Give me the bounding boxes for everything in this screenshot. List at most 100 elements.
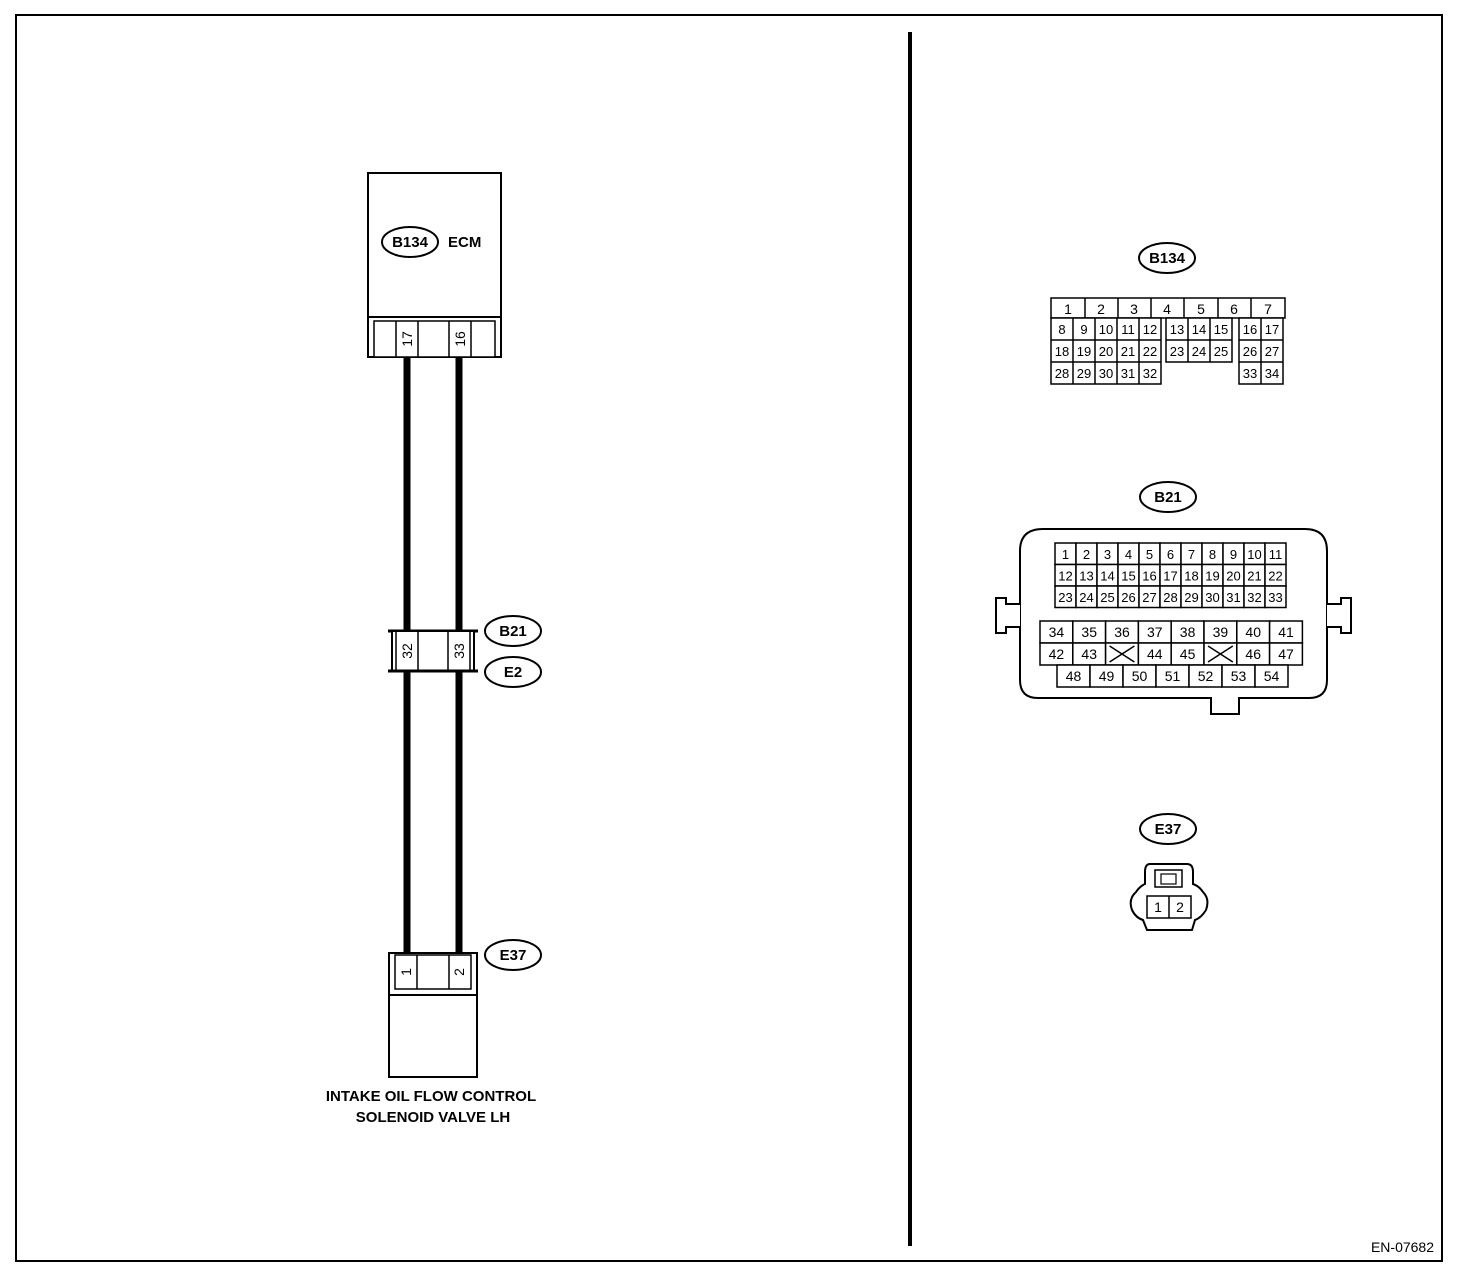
b21-pin: 39 xyxy=(1213,624,1229,640)
b21-pin: 50 xyxy=(1132,668,1148,684)
b134-pin: 29 xyxy=(1077,366,1091,381)
b21-pin: 46 xyxy=(1245,646,1261,662)
b21-pin: 1 xyxy=(1062,547,1069,562)
solenoid-connector-badge xyxy=(484,939,542,971)
joint-bottom-badge xyxy=(484,656,542,688)
figure-code: EN-07682 xyxy=(1371,1239,1434,1255)
b21-pin: 45 xyxy=(1180,646,1196,662)
b21-pin: 9 xyxy=(1230,547,1237,562)
b21-blank-cross xyxy=(1207,645,1234,663)
b134-pin: 10 xyxy=(1099,322,1113,337)
ecm-pin-17: 17 xyxy=(399,331,415,347)
b21-pin: 4 xyxy=(1125,547,1132,562)
b21-pin: 51 xyxy=(1165,668,1181,684)
b134-pin: 14 xyxy=(1192,322,1206,337)
solenoid-label-line2: SOLENOID VALVE LH xyxy=(356,1109,510,1126)
b21-pin: 23 xyxy=(1058,590,1072,605)
joint-pin-33: 33 xyxy=(451,643,467,659)
e37-pin-2: 2 xyxy=(1176,899,1184,915)
b134-pin: 16 xyxy=(1243,322,1257,337)
b134-pin: 17 xyxy=(1265,322,1279,337)
b21-pin: 32 xyxy=(1247,590,1261,605)
b21-pin-cell xyxy=(1254,664,1289,688)
b21-pin: 25 xyxy=(1100,590,1114,605)
b21-pin: 43 xyxy=(1081,646,1097,662)
b134-pin: 9 xyxy=(1080,322,1087,337)
b21-pin: 21 xyxy=(1247,569,1261,584)
b134-pin: 23 xyxy=(1170,344,1184,359)
b134-pin: 25 xyxy=(1214,344,1228,359)
b21-pin: 7 xyxy=(1188,547,1195,562)
b134-pin: 15 xyxy=(1214,322,1228,337)
b134-title-badge xyxy=(1138,242,1196,274)
b21-pin: 17 xyxy=(1163,569,1177,584)
b21-pin: 19 xyxy=(1205,569,1219,584)
joint-connector: 32 33 B21 E2 xyxy=(388,615,542,688)
b21-pin: 35 xyxy=(1081,624,1097,640)
ecm-connector-id: B134 xyxy=(392,234,429,251)
b134-pin: 30 xyxy=(1099,366,1113,381)
b21-pin: 41 xyxy=(1278,624,1294,640)
b134-pin: 22 xyxy=(1143,344,1157,359)
ecm-connector-badge xyxy=(381,226,439,258)
b21-pin: 15 xyxy=(1121,569,1135,584)
b134-pin: 1 xyxy=(1064,301,1072,317)
b21-pin: 48 xyxy=(1066,668,1082,684)
b21-pin: 53 xyxy=(1231,668,1247,684)
b21-pin: 22 xyxy=(1268,569,1282,584)
solenoid-unit: 1 2 E37 INTAKE OIL FLOW CONTROL SOLENOID… xyxy=(326,939,542,1126)
b134-pin: 12 xyxy=(1143,322,1157,337)
b134-pin: 21 xyxy=(1121,344,1135,359)
b21-pin: 44 xyxy=(1147,646,1163,662)
b21-pin: 47 xyxy=(1278,646,1294,662)
b21-pin: 38 xyxy=(1180,624,1196,640)
b21-pin: 8 xyxy=(1209,547,1216,562)
b21-title: B21 xyxy=(1154,489,1182,506)
b134-pin: 26 xyxy=(1243,344,1257,359)
b21-pin: 20 xyxy=(1226,569,1240,584)
b134-pin: 6 xyxy=(1230,301,1238,317)
b21-pin: 52 xyxy=(1198,668,1214,684)
b134-pin: 3 xyxy=(1130,301,1138,317)
b21-pin-cell xyxy=(1264,585,1287,609)
solenoid-connector-id: E37 xyxy=(500,947,527,964)
b134-pin: 28 xyxy=(1055,366,1069,381)
b21-pin: 34 xyxy=(1049,624,1065,640)
b134-pin: 32 xyxy=(1143,366,1157,381)
e37-title: E37 xyxy=(1155,821,1182,838)
ecm-label: ECM xyxy=(448,234,481,251)
b21-pin: 40 xyxy=(1245,624,1261,640)
b21-pin: 27 xyxy=(1142,590,1156,605)
b134-pin: 7 xyxy=(1264,301,1272,317)
b21-pin: 16 xyxy=(1142,569,1156,584)
b21-pin: 10 xyxy=(1247,547,1261,562)
b134-pin: 27 xyxy=(1265,344,1279,359)
b21-pin: 12 xyxy=(1058,569,1072,584)
b21-pin: 28 xyxy=(1163,590,1177,605)
b21-pin: 2 xyxy=(1083,547,1090,562)
b134-pin: 33 xyxy=(1243,366,1257,381)
joint-bottom-id: E2 xyxy=(504,664,522,681)
b21-pin: 33 xyxy=(1268,590,1282,605)
b134-pin: 18 xyxy=(1055,344,1069,359)
b21-pin: 5 xyxy=(1146,547,1153,562)
b21-pin: 54 xyxy=(1264,668,1280,684)
e37-title-badge xyxy=(1139,813,1197,845)
b21-pin: 18 xyxy=(1184,569,1198,584)
joint-top-badge xyxy=(484,615,542,647)
b21-pin: 13 xyxy=(1079,569,1093,584)
b134-connector-face: B134 1 2 3 4 5 6 7 8 9 10 11 12 18 19 20… xyxy=(1050,242,1286,385)
b134-pin: 13 xyxy=(1170,322,1184,337)
b21-pin: 29 xyxy=(1184,590,1198,605)
b21-blank-cross xyxy=(1109,645,1135,663)
b21-right-latch xyxy=(1327,597,1352,634)
b134-pin: 11 xyxy=(1121,322,1135,337)
b21-pin: 11 xyxy=(1269,547,1283,562)
b21-pin: 26 xyxy=(1121,590,1135,605)
b134-pin: 5 xyxy=(1197,301,1205,317)
joint-pin-32: 32 xyxy=(399,643,415,659)
